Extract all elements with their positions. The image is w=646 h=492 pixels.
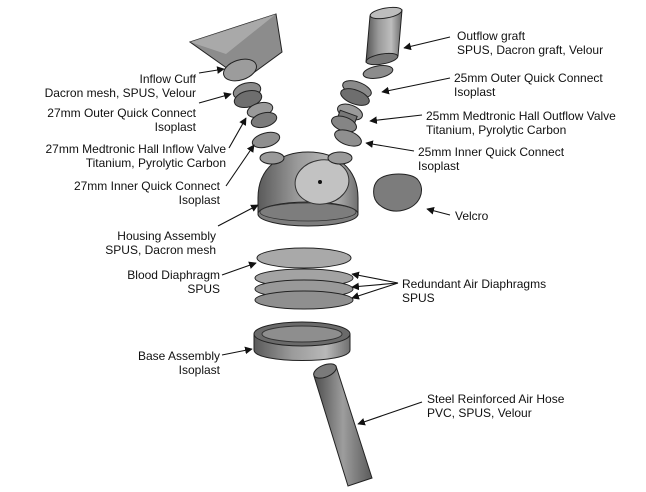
label-line: Steel Reinforced Air Hose [427, 392, 565, 406]
label-line: Isoplast [178, 193, 220, 207]
label-base-assembly: Base Assembly Isoplast [0, 349, 220, 377]
leader-lines [198, 36, 451, 426]
label-velcro: Velcro [455, 209, 488, 223]
label-line: PVC, SPUS, Velour [427, 406, 532, 420]
label-line: Isoplast [454, 85, 496, 99]
label-line: SPUS, Dacron mesh [105, 243, 216, 257]
outflow-graft-part [362, 6, 403, 79]
blood-diaphragm-part [256, 247, 352, 269]
label-line: Velcro [455, 209, 489, 223]
label-line: Blood Diaphragm [127, 268, 220, 282]
label-outflow-graft: Outflow graft SPUS, Dacron graft, Velour [457, 29, 603, 57]
air-hose-part [313, 363, 373, 487]
label-line: 25mm Inner Quick Connect [418, 145, 565, 159]
label-line: Isoplast [418, 159, 460, 173]
label-housing-assembly: Housing Assembly SPUS, Dacron mesh [0, 229, 216, 257]
label-line: 25mm Outer Quick Connect [454, 71, 603, 85]
label-line: Titanium, Pyrolytic Carbon [426, 123, 567, 137]
label-line: 27mm Medtronic Hall Inflow Valve [45, 142, 226, 156]
inflow-cuff-part [188, 13, 283, 82]
label-line: Housing Assembly [117, 229, 216, 243]
base-assembly-part [253, 321, 351, 361]
air-diaphragms-part [254, 268, 354, 310]
label-line: Isoplast [154, 120, 196, 134]
label-blood-diaphragm: Blood Diaphragm SPUS [0, 268, 220, 296]
label-25mm-outflow-valve: 25mm Medtronic Hall Outflow Valve Titani… [426, 109, 616, 137]
label-line: Inflow Cuff [139, 72, 196, 86]
label-line: 25mm Medtronic Hall Outflow Valve [426, 109, 616, 123]
label-line: SPUS [402, 291, 435, 305]
label-line: Titanium, Pyrolytic Carbon [85, 156, 226, 170]
label-line: Outflow graft [457, 29, 526, 43]
label-line: Redundant Air Diaphragms [402, 277, 547, 291]
label-25mm-inner-quick-connect: 25mm Inner Quick Connect Isoplast [418, 145, 564, 173]
label-line: Base Assembly [137, 349, 220, 363]
label-27mm-outer-quick-connect: 27mm Outer Quick Connect Isoplast [0, 106, 196, 134]
label-25mm-outer-quick-connect: 25mm Outer Quick Connect Isoplast [454, 71, 603, 99]
label-line: 27mm Outer Quick Connect [47, 106, 196, 120]
housing-assembly-part [257, 151, 359, 227]
velcro-part [373, 173, 422, 212]
label-line: 27mm Inner Quick Connect [73, 179, 220, 193]
label-27mm-inflow-valve: 27mm Medtronic Hall Inflow Valve Titaniu… [0, 142, 226, 170]
label-27mm-inner-quick-connect: 27mm Inner Quick Connect Isoplast [0, 179, 220, 207]
label-inflow-cuff: Inflow Cuff Dacron mesh, SPUS, Velour [0, 72, 196, 100]
label-line: Isoplast [178, 363, 220, 377]
label-line: Dacron mesh, SPUS, Velour [44, 86, 196, 100]
label-steel-reinforced-air-hose: Steel Reinforced Air Hose PVC, SPUS, Vel… [427, 392, 564, 420]
label-line: SPUS, Dacron graft, Velour [457, 43, 604, 57]
outflow-connector-stack [331, 80, 372, 147]
inflow-connector-stack [232, 81, 281, 149]
label-redundant-air-diaphragms: Redundant Air Diaphragms SPUS [402, 277, 546, 305]
label-line: SPUS [187, 282, 220, 296]
